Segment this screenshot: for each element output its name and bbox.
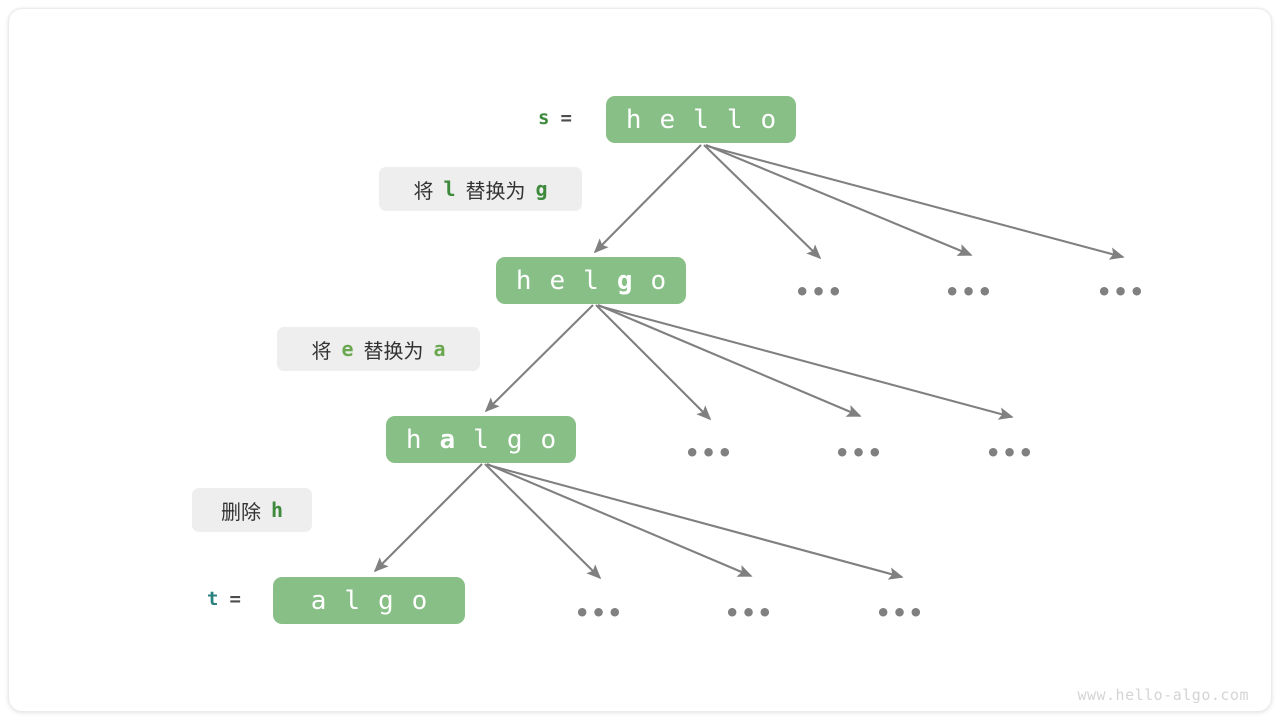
edge-hello-dots3 [706,144,1125,260]
ellipsis-e-r3-3: ••• [875,599,925,627]
ellipsis-e-r1-1: ••• [794,278,844,306]
edge-hello-helgo [593,144,702,254]
edge-hello-dots2 [705,144,973,256]
op-code-token: e [341,337,354,361]
op-code-token: h [270,498,284,522]
op-text-token: 将 [311,338,332,363]
op-code-token: g [535,177,548,201]
char-a: a [310,585,336,616]
char-l: l [726,104,752,135]
edge-helgo-halgo [484,304,594,413]
edge-helgo-dots3 [598,304,1014,420]
op-text-token: 将 [413,178,434,203]
char-l: l [693,104,718,135]
ellipsis-e-r2-3: ••• [985,439,1035,467]
ellipsis-e-r1-3: ••• [1096,278,1146,306]
char-g: g [616,265,642,296]
edge-halgo-dots2 [486,463,753,577]
char-l: l [473,424,498,455]
char-o: o [540,424,566,455]
variable-name-s: s [538,107,550,129]
char-h: h [625,104,651,135]
equals-sign-s: = [560,107,572,129]
variable-name-t: t [207,588,219,610]
op-delete-h: 删除 h [192,488,312,532]
edge-halgo-algo [373,463,483,573]
variable-label-t: t= [207,588,241,610]
op-code-token: a [433,337,446,361]
edge-halgo-dots3 [487,463,904,580]
op-text-token: 删除 [220,499,261,524]
watermark: www.hello-algo.com [1077,686,1249,704]
char-g: g [378,585,403,616]
equals-sign-t: = [229,588,241,610]
char-l: l [583,265,608,296]
op-text-token: 替换为 [465,178,526,203]
ellipsis-e-r3-2: ••• [724,599,774,627]
edge-helgo-dots1 [595,304,712,421]
char-e: e [549,265,575,296]
char-l: l [344,585,369,616]
ellipsis-e-r2-2: ••• [834,439,884,467]
char-g: g [506,424,532,455]
char-o: o [650,265,676,296]
ellipsis-e-r1-2: ••• [944,278,994,306]
op-code-token: l [443,177,456,201]
edge-helgo-dots2 [597,304,862,417]
char-o: o [411,585,437,616]
op-text-token: 替换为 [363,338,424,363]
ellipsis-e-r2-1: ••• [684,439,734,467]
variable-label-s: s= [538,107,572,129]
char-h: h [515,265,541,296]
char-o: o [760,104,786,135]
char-a: a [439,424,465,455]
edge-halgo-dots1 [484,463,602,580]
ellipsis-e-r3-1: ••• [574,599,624,627]
edge-hello-dots1 [703,144,822,260]
char-e: e [659,104,685,135]
char-h: h [405,424,431,455]
